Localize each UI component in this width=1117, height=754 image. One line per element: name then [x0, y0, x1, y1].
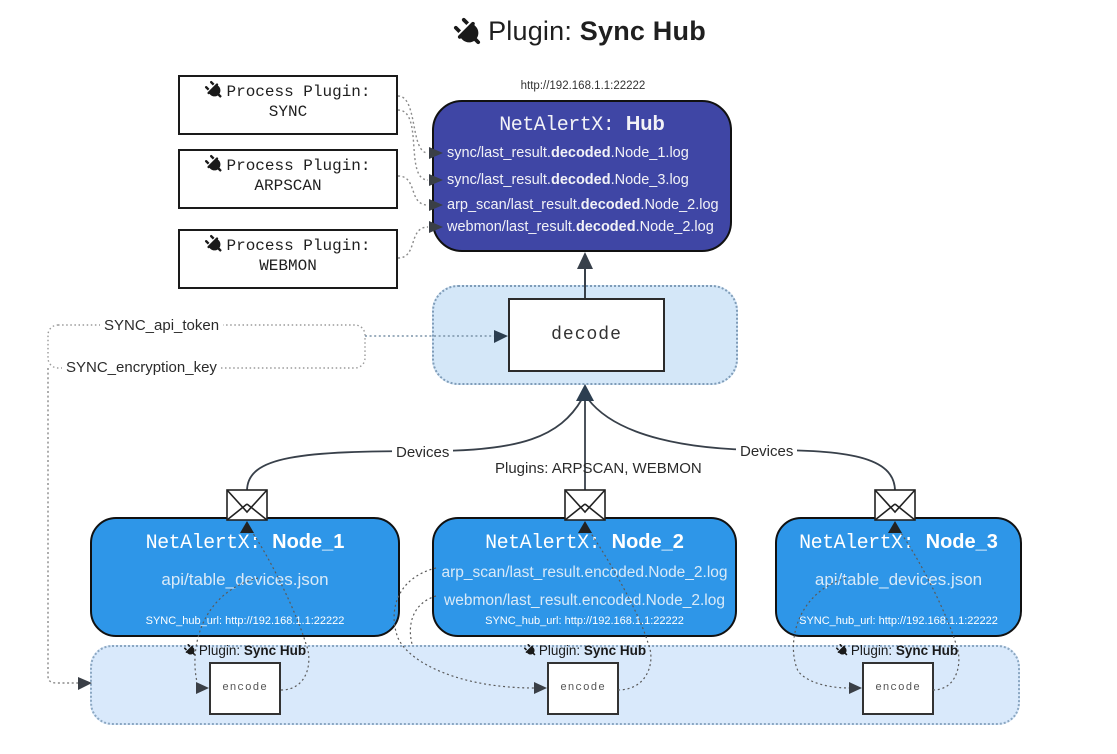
node-title: NetAlertX: Node_2 [485, 531, 684, 555]
node-file: arp_scan/last_result.encoded.Node_2.log [441, 564, 728, 581]
envelope-icon [564, 489, 606, 521]
hub-title: NetAlertX: Hub [499, 113, 665, 137]
sync-api-token-label: SYNC_api_token [100, 317, 224, 334]
page-title: Plugin: Sync Hub [340, 16, 820, 48]
encode-box-2: encode [547, 662, 619, 715]
hub-log-1: sync/last_result.decoded.Node_1.log [447, 145, 689, 161]
hub-log-3: arp_scan/last_result.decoded.Node_2.log [447, 197, 719, 213]
hub-log-4: webmon/last_result.decoded.Node_2.log [447, 219, 714, 235]
encode-box-1: encode [209, 662, 281, 715]
title-prefix: Plugin: [488, 16, 580, 46]
process-plugin-box-sync: Process Plugin: SYNC [178, 75, 398, 135]
decode-to-hub-arrow [577, 252, 593, 269]
node-title: NetAlertX: Node_1 [145, 531, 345, 555]
plug-icon [181, 641, 199, 659]
hub-url-label: http://192.168.1.1:22222 [520, 80, 646, 92]
plug-icon [202, 231, 229, 258]
node-hub-url: SYNC_hub_url: http://192.168.1.1:22222 [485, 615, 684, 627]
decode-box: decode [508, 298, 665, 372]
node-hub-url: SYNC_hub_url: http://192.168.1.1:22222 [145, 615, 345, 627]
process-plugin-box-arpscan: Process Plugin: ARPSCAN [178, 149, 398, 209]
devices-edge-label-right: Devices [736, 443, 798, 460]
node-title: NetAlertX: Node_3 [799, 531, 998, 555]
node-box-1: NetAlertX: Node_1 api/table_devices.json… [90, 517, 400, 637]
band-plugin-label-1: Plugin: Sync Hub [145, 643, 345, 658]
devices-edge-label-left: Devices [392, 444, 454, 461]
plug-icon [202, 151, 229, 178]
plug-icon [521, 641, 539, 659]
encode-box-3: encode [862, 662, 934, 715]
process-plugin-name: WEBMON [259, 257, 317, 275]
node-file: webmon/last_result.encoded.Node_2.log [444, 592, 725, 609]
hub-log-2: sync/last_result.decoded.Node_3.log [447, 172, 689, 188]
plug-icon [202, 77, 229, 104]
sync-encryption-key-label: SYNC_encryption_key [62, 359, 221, 376]
process-plugin-name: SYNC [268, 103, 308, 121]
hub-box: NetAlertX: Hub sync/last_result.decoded.… [432, 100, 732, 252]
nodes-to-decode-arrow [576, 384, 594, 401]
process-plugin-name: ARPSCAN [254, 177, 322, 195]
band-plugin-label-2: Plugin: Sync Hub [485, 643, 685, 658]
envelope-icon [874, 489, 916, 521]
title-bold: Sync Hub [579, 16, 706, 46]
node-file: api/table_devices.json [814, 570, 983, 589]
node-file: api/table_devices.json [161, 570, 329, 589]
node-box-3: NetAlertX: Node_3 api/table_devices.json… [775, 517, 1022, 637]
node-box-2: NetAlertX: Node_2 arp_scan/last_result.e… [432, 517, 737, 637]
plugins-edge-label: Plugins: ARPSCAN, WEBMON [495, 460, 702, 477]
envelope-icon [226, 489, 268, 521]
node-hub-url: SYNC_hub_url: http://192.168.1.1:22222 [799, 615, 998, 627]
band-plugin-label-3: Plugin: Sync Hub [797, 643, 997, 658]
plug-icon [833, 641, 851, 659]
process-plugin-box-webmon: Process Plugin: WEBMON [178, 229, 398, 289]
plug-icon [448, 12, 490, 54]
